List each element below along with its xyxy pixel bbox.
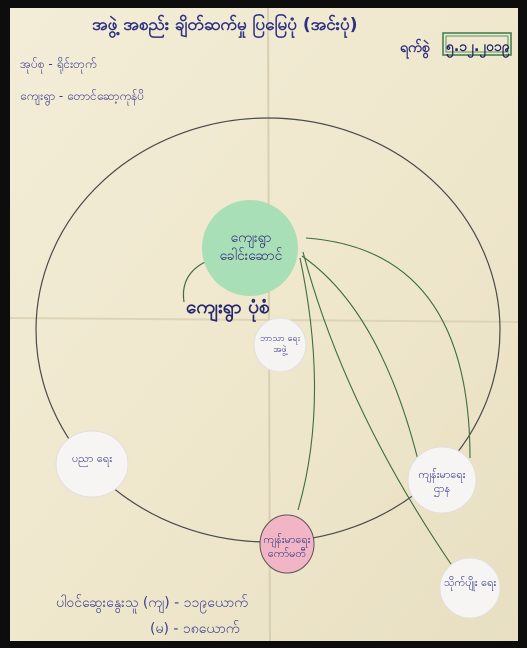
fold-line-horizontal	[9, 317, 519, 323]
village-label: ကျေးရွာ - တောင်ဆော့ကုန်ပိ	[20, 89, 145, 103]
node-small-group	[253, 317, 307, 373]
node-village-leader-label: ကျေးရွာ ခေါင်းဆောင်	[219, 230, 283, 264]
node-health	[407, 446, 477, 514]
township-label: အုပ်စု - ရိုင်းတုက်	[20, 57, 97, 71]
node-small-group-label: ဘာသာ ရေး အဖွဲ့	[260, 334, 300, 356]
node-health-committee	[259, 514, 315, 574]
node-health-label: ကျန်းမာရေး ဌာန	[418, 468, 466, 495]
node-health-committee-label: ကျန်းမာရေး ကော်မတီ	[263, 533, 311, 560]
arrow-to-leader	[182, 261, 206, 303]
node-education-label: ပညာ ရေး	[71, 452, 112, 465]
date-box	[442, 32, 512, 56]
participants-male: ပါဝင်ဆွေးနွေးသူ (ကျ) - ၁၁၉ယောက်	[56, 595, 248, 611]
date-value: ၅.၁၂.၂၀၁၉	[446, 39, 510, 55]
diagram-title: အဖွဲ့ အစည်း ချိတ်ဆက်မှု ပြမြေပုံ (အင်းပု…	[92, 15, 358, 35]
arrow-leader-health	[305, 237, 471, 459]
arrow-health-back	[301, 255, 419, 461]
center-label: ကျေးရွာ ပုံစံ	[186, 296, 270, 318]
participants-female: (မ) - ၁၈ယောက်	[150, 621, 240, 637]
arrow-health-committee	[297, 257, 316, 511]
arrow-leader-agriculture	[302, 251, 456, 571]
date-label: ရက်စွဲ	[400, 40, 430, 56]
node-education	[55, 430, 129, 498]
node-agriculture	[439, 557, 501, 619]
node-village-leader	[202, 200, 298, 296]
node-agriculture-label: သိုက်ပျိုး ရေး	[443, 576, 497, 589]
